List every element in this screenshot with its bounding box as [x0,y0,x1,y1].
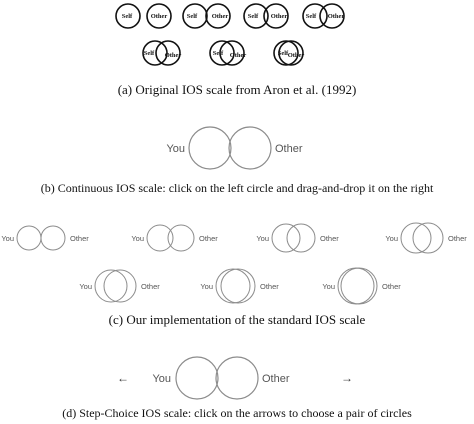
right-arrow-button[interactable]: → [341,371,353,385]
you-label: You [322,282,335,291]
ios-a-pair-3 [243,3,289,29]
caption-a: (a) Original IOS scale from Aron et al. … [118,82,357,97]
ios-c-option-2[interactable] [146,224,195,252]
other-circle [228,126,272,170]
other-circle [286,223,316,253]
ios-a-pair-6 [209,40,245,66]
self-label: Self [306,13,317,20]
you-circle [271,223,301,253]
ios-c-option-5[interactable] [94,269,137,303]
other-circle [215,356,259,400]
other-label: Other [262,373,290,385]
you-label: You [1,234,14,243]
you-circle-draggable[interactable] [188,126,232,170]
ios-a-pair-5 [142,40,181,66]
other-circle [263,3,289,29]
you-label: You [385,234,398,243]
other-label: Other [271,13,288,20]
other-circle [220,268,256,304]
you-label: You [256,234,269,243]
you-circle [146,224,174,252]
self-label: Self [187,13,198,20]
other-circle [219,40,245,66]
self-label: Self [213,50,224,57]
self-circle [243,3,269,29]
other-label: Other [320,234,339,243]
self-circle [273,40,299,66]
ios-a-pair-1 [115,3,172,29]
you-circle [16,225,42,251]
ios-a-pair-2 [182,3,231,29]
other-label: Other [141,282,160,291]
you-label: You [200,282,213,291]
you-label: You [131,234,144,243]
self-circle [302,3,328,29]
caption-d: (d) Step-Choice IOS scale: click on the … [62,406,412,420]
panel-c [16,222,444,305]
other-label: Other [260,282,279,291]
caption-b: (b) Continuous IOS scale: click on the l… [41,181,434,195]
self-label: Self [144,50,155,57]
other-label: Other [448,234,467,243]
panel-a-labels: Self Other Self Other Self Other Self Ot… [122,13,345,59]
other-label: Other [275,143,303,155]
self-label: Self [278,50,289,57]
other-label: Other [382,282,401,291]
other-circle [205,3,231,29]
panel-d: ← → You Other [117,356,353,400]
self-label: Self [122,13,133,20]
other-circle [412,222,444,254]
other-label: Other [165,52,182,59]
ios-a-pair-4 [302,3,345,29]
ios-a-pair-7 [273,40,304,66]
other-circle [40,225,66,251]
other-label: Other [199,234,218,243]
self-circle [142,40,168,66]
other-circle [103,269,137,303]
you-circle [400,222,432,254]
you-circle [175,356,219,400]
other-label: Other [212,13,229,20]
ios-c-option-6[interactable] [215,268,256,304]
self-circle [209,40,235,66]
other-label: Other [70,234,89,243]
other-circle [155,40,181,66]
self-circle [115,3,141,29]
you-circle [94,269,128,303]
you-label: You [152,373,171,385]
ios-c-option-1[interactable] [16,225,66,251]
self-circle [182,3,208,29]
other-label: Other [328,13,345,20]
you-label: You [166,143,185,155]
ios-c-option-4[interactable] [400,222,444,254]
other-circle [278,40,304,66]
ios-c-option-7[interactable] [337,267,378,305]
self-label: Self [248,13,259,20]
other-label: Other [288,52,305,59]
ios-c-option-3[interactable] [271,223,316,253]
you-circle [215,268,251,304]
panel-a [115,3,345,66]
you-circle [337,267,375,305]
other-circle [340,267,378,305]
other-circle [146,3,172,29]
other-circle [167,224,195,252]
other-label: Other [230,52,247,59]
caption-c: (c) Our implementation of the standard I… [109,312,366,327]
other-circle [319,3,345,29]
other-label: Other [151,13,168,20]
you-label: You [79,282,92,291]
panel-b: You Other [166,126,303,170]
panel-c-labels: You Other You Other You Other You Other … [1,234,467,291]
left-arrow-button[interactable]: ← [117,371,129,385]
